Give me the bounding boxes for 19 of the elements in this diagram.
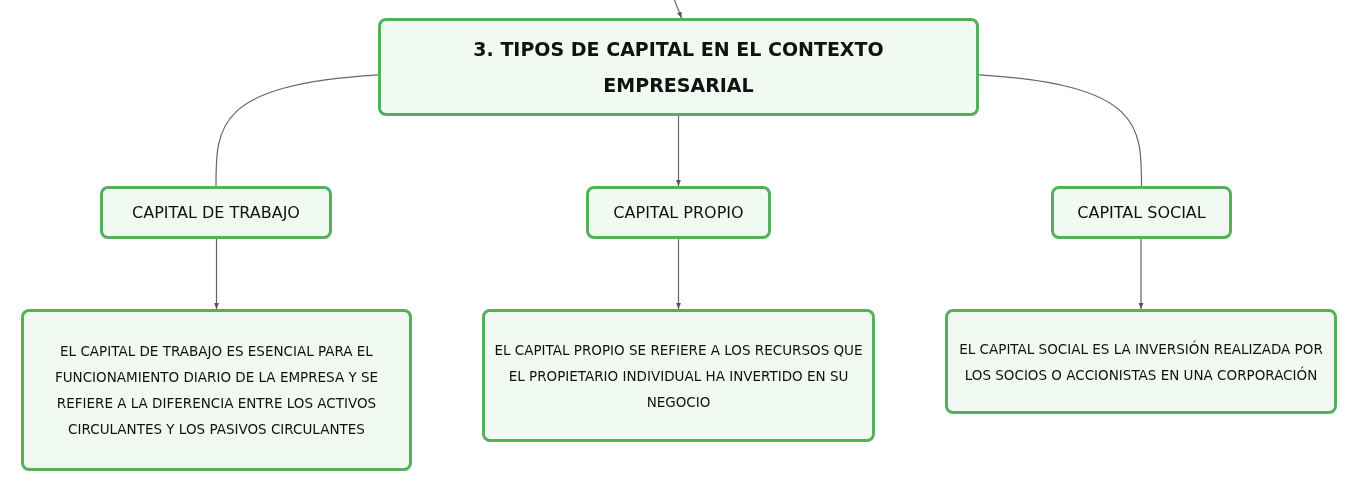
connector-arrow bbox=[673, 0, 683, 19]
topic-text: CAPITAL SOCIAL bbox=[1077, 203, 1206, 222]
topic-text: EL CAPITAL PROPIO SE REFIERE A LOS RECURSOS QUE EL PROPIETARIO INDIVIDUAL HA INVERTIDO EN SU NEGOCIO bbox=[493, 340, 864, 412]
topic-box bbox=[21, 309, 412, 471]
topic-box bbox=[1051, 186, 1232, 239]
topic-box bbox=[378, 18, 979, 116]
topic-text: CAPITAL PROPIO bbox=[613, 203, 744, 222]
topic-text: 3. TIPOS DE CAPITAL EN EL CONTEXTO EMPRESARIAL bbox=[472, 37, 885, 98]
connector-arrow bbox=[1138, 238, 1144, 310]
topic-box bbox=[482, 309, 875, 442]
topic-text: EL CAPITAL SOCIAL ES LA INVERSIÓN REALIZADA POR LOS SOCIOS O ACCIONISTAS EN UNA CORPORACIÓN bbox=[958, 339, 1324, 385]
topic-box bbox=[100, 186, 332, 239]
topic-box bbox=[945, 309, 1337, 414]
topic-box bbox=[586, 186, 771, 239]
connector-arrow bbox=[214, 238, 219, 310]
connector-arrow bbox=[676, 238, 681, 310]
connector-arrow bbox=[676, 115, 681, 187]
topic-text: EL CAPITAL DE TRABAJO ES ESENCIAL PARA EL FUNCIONAMIENTO DIARIO DE LA EMPRESA Y SE REFIERE A LA DIFERENCIA ENTRE LOS ACTIVOS CIRCULANTES Y LOS PASIVOS CIRCULANTES bbox=[53, 342, 380, 439]
topic-text: CAPITAL DE TRABAJO bbox=[132, 203, 300, 222]
